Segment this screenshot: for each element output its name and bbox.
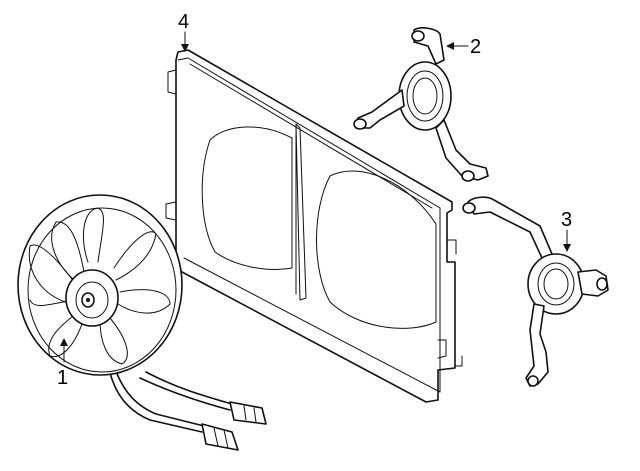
- callout-4-label: 4: [178, 11, 189, 33]
- callout-4: 4: [178, 11, 189, 52]
- callout-2-label: 2: [470, 36, 481, 58]
- callout-2: 2: [446, 36, 481, 58]
- fan-bracket-upper-part[interactable]: [353, 27, 489, 182]
- fan-motor-assembly-part[interactable]: [17, 194, 267, 451]
- callout-1-label: 1: [57, 367, 68, 389]
- fan-bracket-lower-part[interactable]: [462, 196, 609, 387]
- callout-3: 3: [561, 209, 572, 252]
- callout-3-label: 3: [561, 209, 572, 231]
- callout-1: 1: [57, 338, 68, 389]
- fan-shroud-part[interactable]: [165, 49, 463, 403]
